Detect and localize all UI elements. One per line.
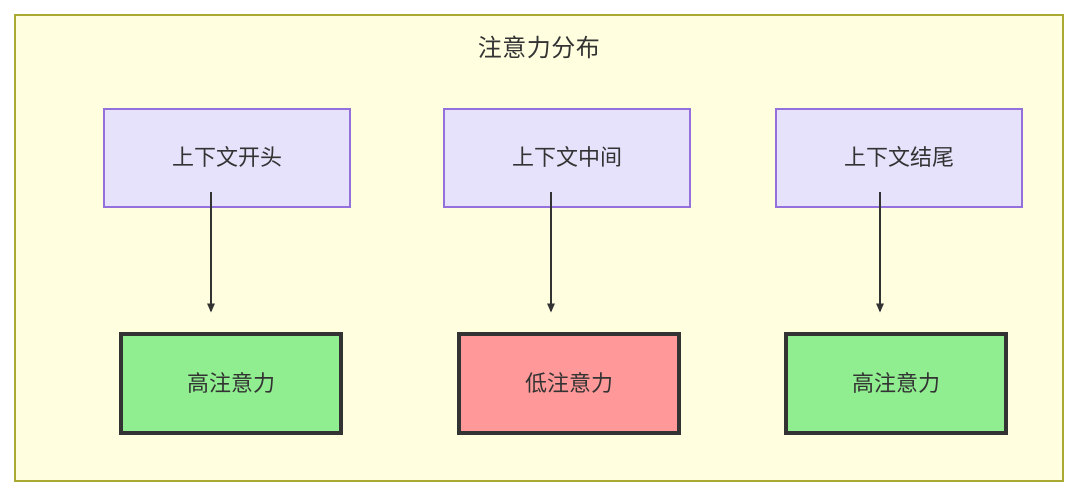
attention-node-start[interactable]: 高注意力 [119,332,343,435]
attention-node-middle-label: 低注意力 [524,370,613,396]
subgraph-title: 注意力分布 [477,35,601,62]
context-node-middle[interactable]: 上下文中间 [443,108,691,208]
context-node-start[interactable]: 上下文开头 [103,108,351,208]
context-node-end[interactable]: 上下文结尾 [775,108,1023,208]
context-node-end-label: 上下文结尾 [843,145,954,170]
attention-distribution-subgraph: 注意力分布 上下文开头 上下文中间 上下文结尾 高注意力 低注意力 高注意力 [14,14,1064,482]
context-node-middle-label: 上下文中间 [511,145,622,170]
attention-node-start-label: 高注意力 [186,370,275,396]
attention-node-end[interactable]: 高注意力 [784,332,1008,435]
context-node-start-label: 上下文开头 [171,145,282,170]
attention-node-end-label: 高注意力 [851,370,940,396]
attention-node-middle[interactable]: 低注意力 [457,332,681,435]
